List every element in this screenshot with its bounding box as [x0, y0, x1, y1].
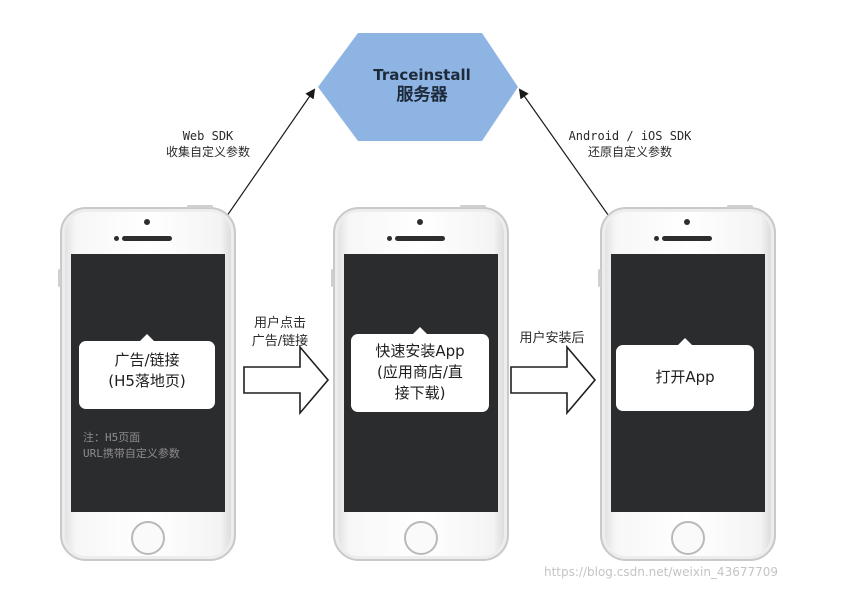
step1-caption: 用户点击 广告/链接	[238, 315, 322, 351]
server-hexagon	[318, 33, 518, 141]
landing-note-line1: 注：H5页面	[83, 431, 141, 444]
step1-line2: 广告/链接	[251, 334, 309, 349]
web-sdk-caption: Web SDK 收集自定义参数	[152, 128, 264, 160]
install-bubble-line3: 接下载)	[394, 384, 446, 402]
step2-line1: 用户安装后	[519, 331, 585, 346]
camera-icon	[417, 219, 423, 225]
web-sdk-title: Web SDK	[182, 129, 234, 143]
install-bubble: 快速安装App (应用商店/直 接下载)	[351, 327, 489, 412]
step-arrow-1	[243, 344, 330, 416]
home-button	[404, 521, 438, 555]
step-arrow-2	[510, 344, 597, 416]
install-bubble-line1: 快速安装App	[375, 342, 465, 360]
app-sdk-caption: Android / iOS SDK 还原自定义参数	[560, 128, 700, 160]
open-app-label: 打开App	[655, 368, 715, 386]
server-subtitle: 服务器	[396, 85, 448, 105]
landing-page-bubble: 广告/链接 (H5落地页)	[79, 334, 215, 409]
home-button	[131, 521, 165, 555]
speaker-grille	[122, 236, 172, 241]
landing-bubble-line1: 广告/链接	[114, 351, 180, 369]
web-sdk-desc: 收集自定义参数	[165, 145, 250, 159]
install-bubble-line2: (应用商店/直	[377, 363, 463, 381]
speaker-grille	[395, 236, 445, 241]
speaker-grille	[662, 236, 712, 241]
step1-line1: 用户点击	[253, 316, 306, 331]
app-sdk-desc: 还原自定义参数	[587, 145, 672, 159]
server-label: Traceinstall 服务器	[330, 66, 514, 106]
camera-icon	[144, 219, 150, 225]
step2-caption: 用户安装后	[506, 330, 598, 348]
landing-bubble-line2: (H5落地页)	[108, 372, 186, 390]
camera-icon	[684, 219, 690, 225]
open-app-bubble: 打开App	[616, 338, 754, 411]
home-button	[671, 521, 705, 555]
landing-note-line2: URL携带自定义参数	[83, 447, 180, 460]
app-sdk-title: Android / iOS SDK	[568, 129, 692, 143]
watermark: https://blog.csdn.net/weixin_43677709	[544, 565, 779, 579]
landing-note: 注：H5页面 URL携带自定义参数	[83, 430, 223, 462]
server-name: Traceinstall	[373, 66, 471, 84]
